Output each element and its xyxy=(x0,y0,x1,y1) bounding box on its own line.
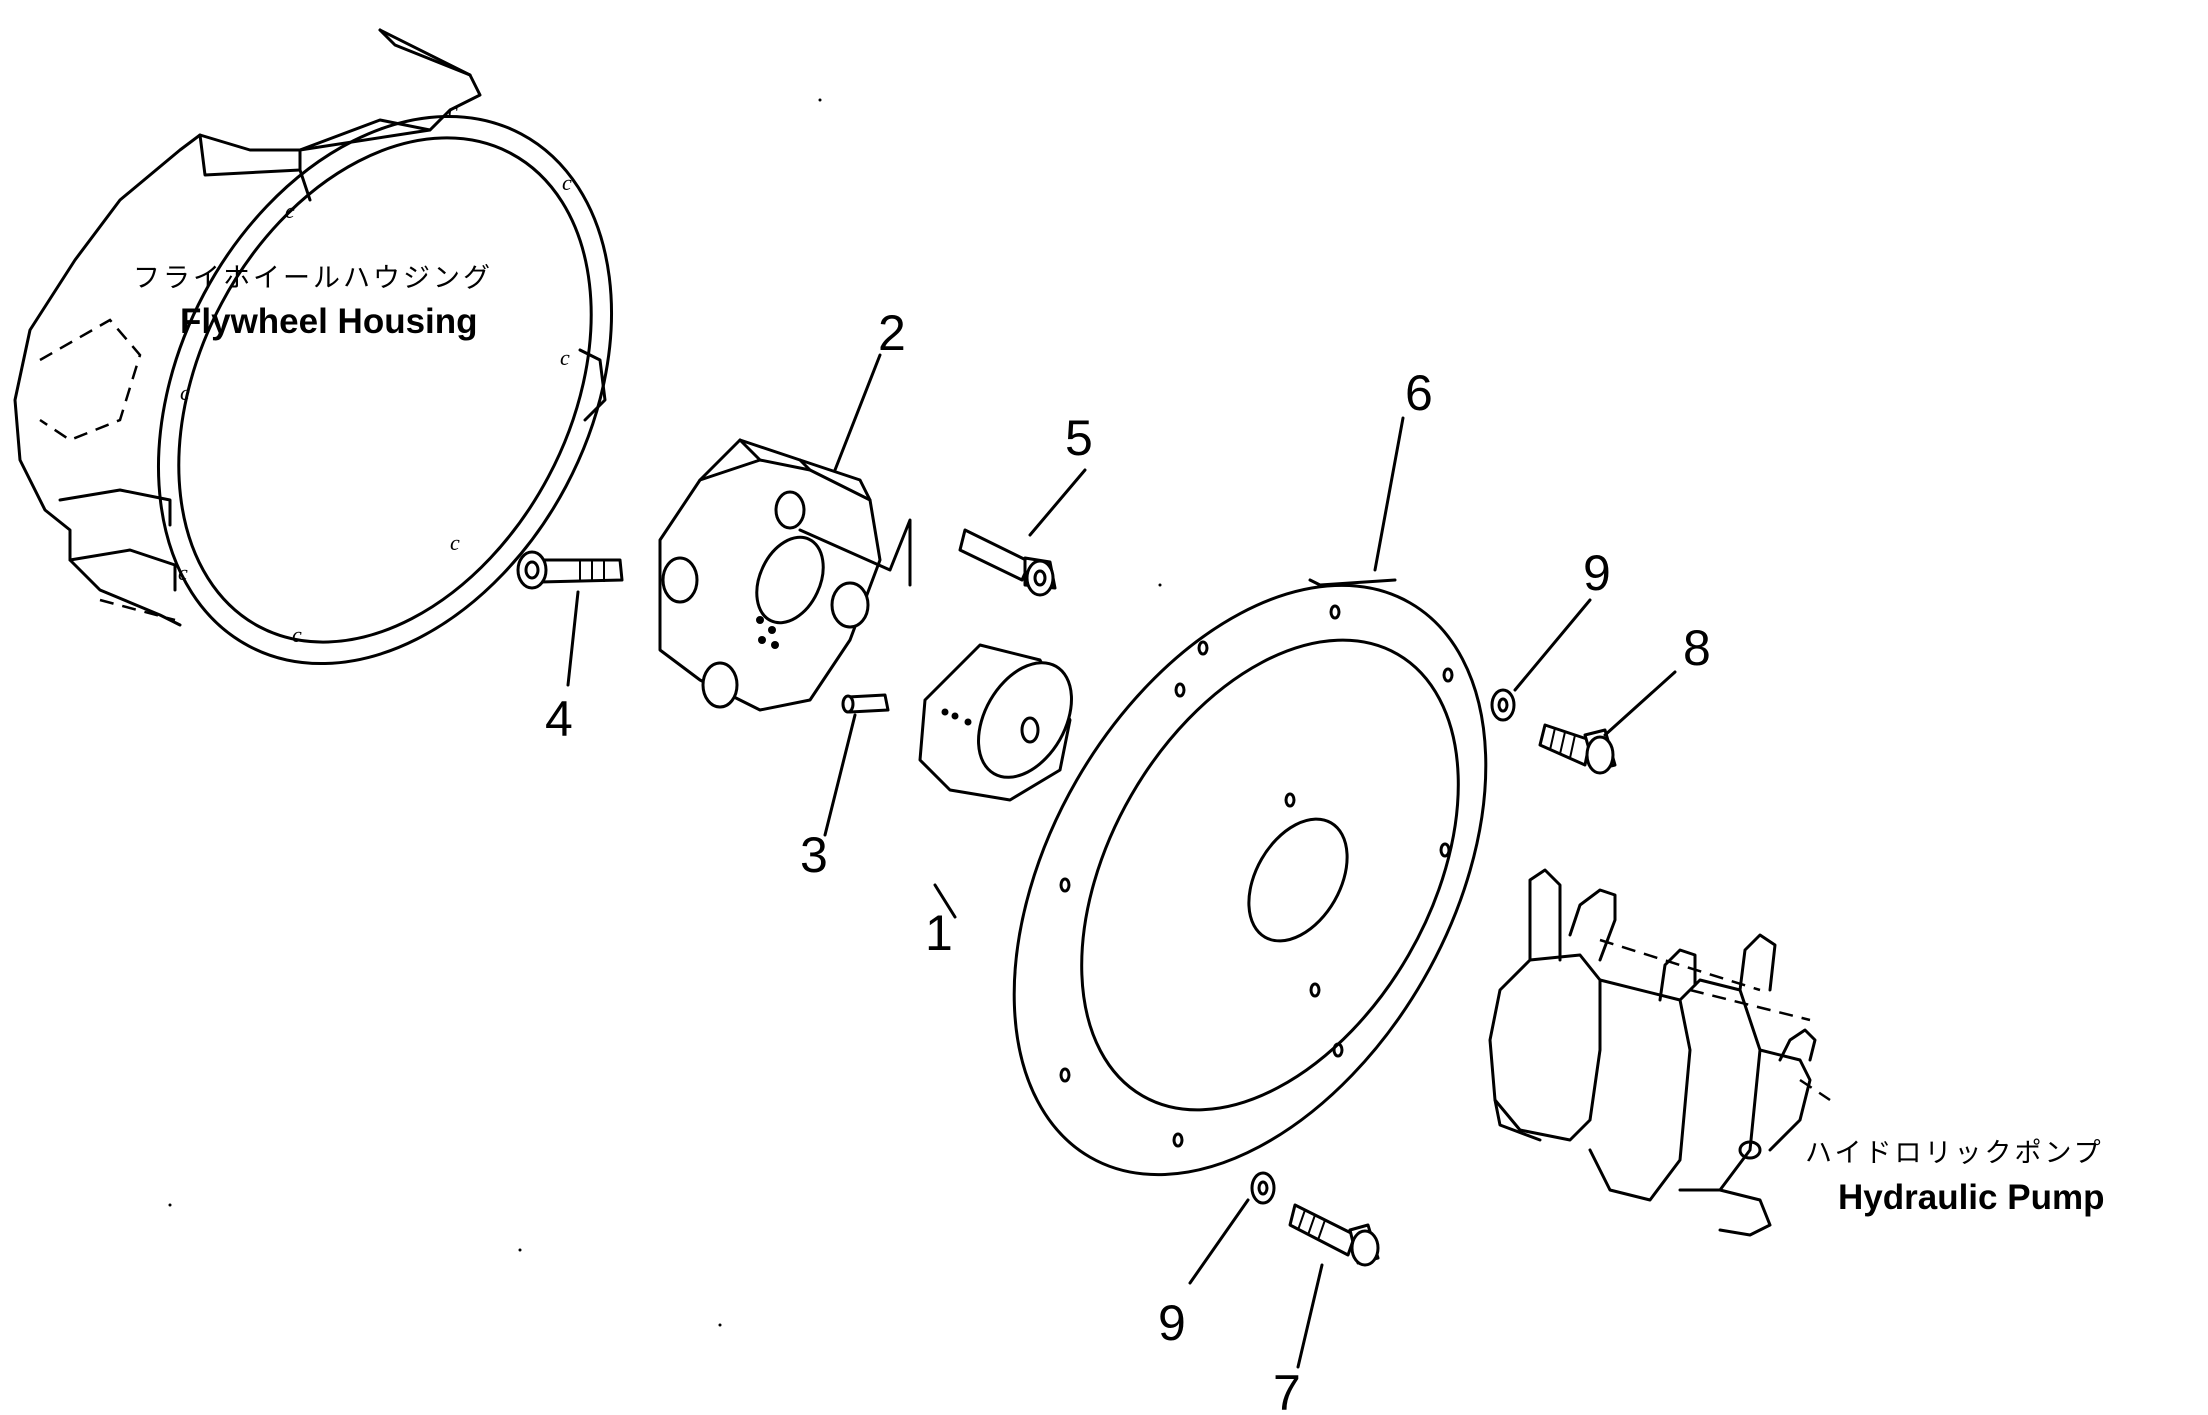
bolt-part-7 xyxy=(1288,1203,1380,1267)
speck xyxy=(168,1203,172,1207)
callout-7: 7 xyxy=(1273,1365,1301,1415)
flywheel-housing: c c c c c c c c xyxy=(13,28,613,666)
hydraulic-pump xyxy=(1488,868,1831,1237)
housing-mark: c xyxy=(562,170,572,195)
housing-mark: c xyxy=(180,380,190,405)
leader-line-8 xyxy=(1603,670,1677,737)
callout-1: 1 xyxy=(925,905,953,961)
housing-mark: c xyxy=(448,98,458,123)
bolt-part-8 xyxy=(1538,723,1617,775)
leader-line-1 xyxy=(933,883,957,919)
leader-line-2 xyxy=(833,353,882,472)
callout-3: 3 xyxy=(800,827,828,883)
callout-9-lower: 9 xyxy=(1158,1295,1186,1351)
leader-line-7 xyxy=(1296,1263,1324,1369)
leader-line-5 xyxy=(1028,468,1087,537)
washer-part-9-lower xyxy=(1250,1171,1276,1205)
bolt-part-4 xyxy=(516,550,624,590)
callout-5: 5 xyxy=(1065,410,1093,466)
leader-line-6 xyxy=(1373,416,1405,572)
setscrew-part-3 xyxy=(841,693,890,714)
housing-mark: c xyxy=(292,622,302,647)
speck xyxy=(1158,583,1162,587)
washer-part-9-upper xyxy=(1490,688,1516,722)
flex-plate-part-6 xyxy=(1012,578,1488,1177)
speck xyxy=(718,1323,722,1327)
hydraulic-pump-label-en: Hydraulic Pump xyxy=(1838,1178,2104,1217)
leader-line-3 xyxy=(823,713,857,837)
leader-lines xyxy=(566,353,1677,1369)
leader-line-9-lower xyxy=(1188,1198,1250,1285)
callout-8: 8 xyxy=(1683,620,1711,676)
callout-9-upper: 9 xyxy=(1583,545,1611,601)
housing-mark: c xyxy=(450,530,460,555)
hydraulic-pump-label-jp: ハイドロリックポンプ xyxy=(1805,1138,2104,1169)
speck xyxy=(518,1248,522,1252)
coupling-part-2 xyxy=(658,438,912,712)
bolt-part-5 xyxy=(958,528,1057,597)
housing-mark: c xyxy=(285,198,295,223)
callout-2: 2 xyxy=(878,305,906,361)
flywheel-housing-label-en: Flywheel Housing xyxy=(180,302,478,341)
leader-line-4 xyxy=(566,590,580,687)
leader-line-9-upper xyxy=(1513,598,1592,692)
callout-6: 6 xyxy=(1405,365,1433,421)
housing-mark: c xyxy=(178,560,188,585)
housing-mark: c xyxy=(560,345,570,370)
flywheel-housing-label-jp: フライホイールハウジング xyxy=(133,263,493,294)
hub-part-1 xyxy=(918,643,1073,802)
callout-4: 4 xyxy=(545,691,573,747)
speck xyxy=(818,98,822,102)
